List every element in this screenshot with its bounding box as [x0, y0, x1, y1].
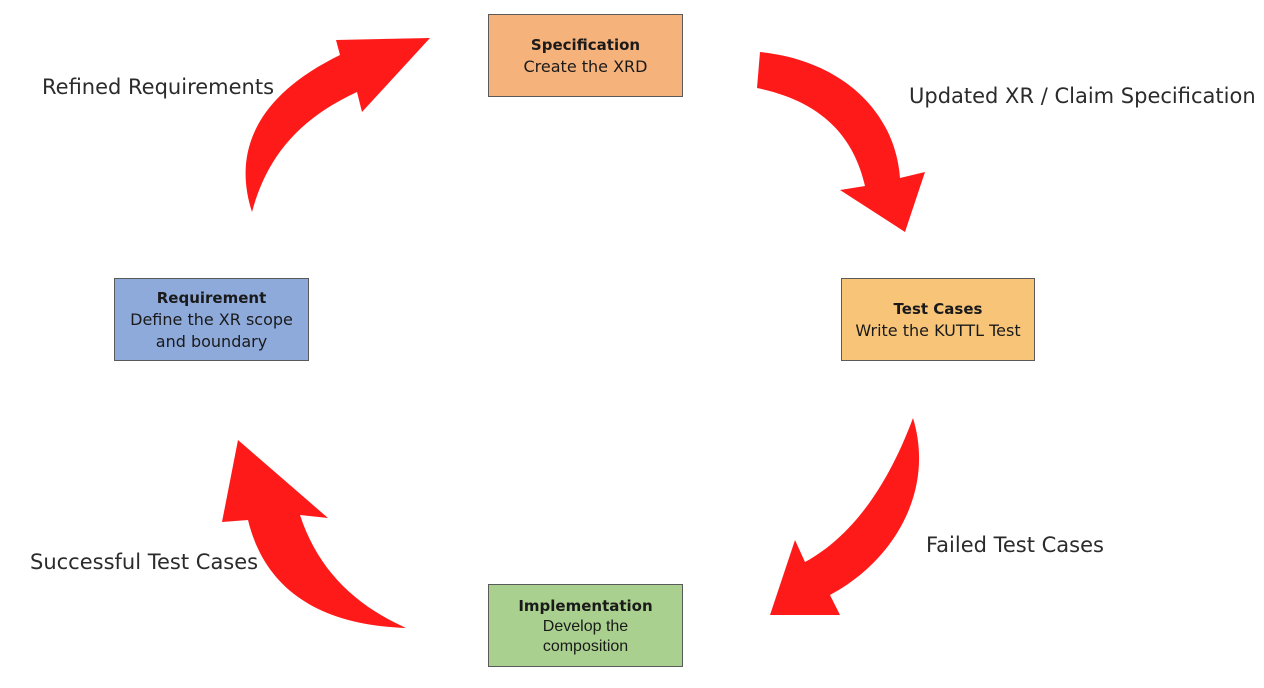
node-title: Test Cases	[893, 299, 983, 318]
node-description-line2: composition	[542, 637, 629, 655]
node-title: Specification	[530, 35, 641, 54]
node-specification: Specification Create the XRD	[488, 14, 683, 97]
node-description-line2: and boundary	[155, 331, 268, 351]
node-title: Implementation	[518, 596, 653, 615]
node-test-cases: Test Cases Write the KUTTL Test	[841, 278, 1035, 361]
node-title: Requirement	[156, 288, 267, 307]
arrow-successful-tests	[222, 440, 406, 628]
edge-label-successful-tests: Successful Test Cases	[30, 550, 259, 574]
arrow-updated-spec	[757, 52, 925, 232]
node-description-line1: Define the XR scope	[130, 309, 293, 329]
edge-label-refined-requirements: Refined Requirements	[42, 75, 275, 99]
node-implementation: Implementation Develop the composition	[488, 584, 683, 667]
edge-label-failed-tests: Failed Test Cases	[926, 533, 1104, 557]
node-description-line1: Develop the	[542, 617, 629, 635]
node-requirement: Requirement Define the XR scope and boun…	[114, 278, 309, 361]
arrow-refined-requirements	[245, 38, 430, 212]
arrow-failed-tests	[770, 418, 920, 615]
edge-label-updated-spec: Updated XR / Claim Specification	[909, 84, 1256, 108]
node-description: Write the KUTTL Test	[855, 320, 1021, 340]
node-description: Create the XRD	[523, 56, 648, 76]
